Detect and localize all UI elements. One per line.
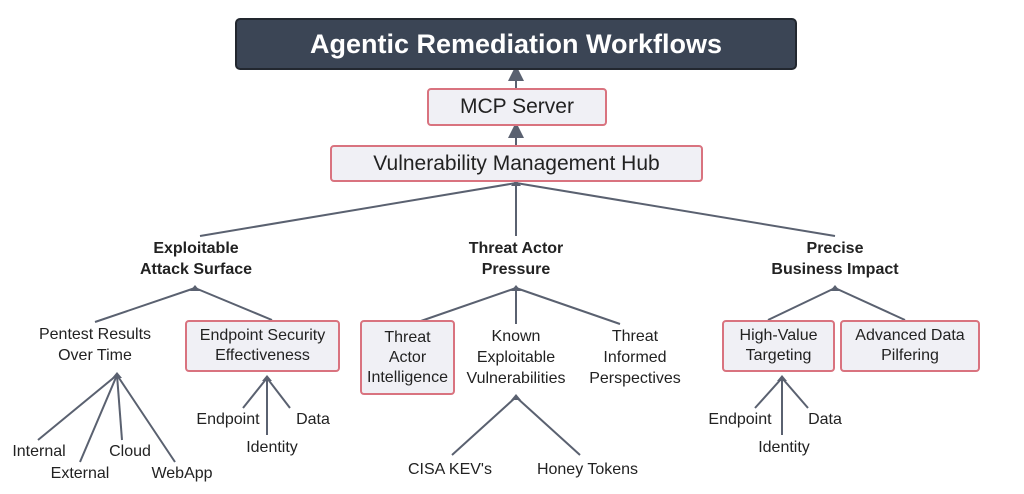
endpoint-security-junction-marker [262, 375, 272, 381]
targeting-junction-marker [777, 375, 787, 381]
cisa-kev-leaf: CISA KEV's [408, 461, 492, 478]
exploitable-attack-surface-heading: Exploitable Attack Surface [139, 240, 253, 278]
endpoint-security-data-leaf: Data [296, 411, 330, 428]
diagram-title: Agentic Remediation Workflows [235, 18, 797, 70]
pentest-webapp-leaf: WebApp [151, 465, 213, 482]
pentest-cloud-leaf: Cloud [109, 443, 151, 460]
targeting-endpoint-leaf: Endpoint [708, 411, 772, 428]
known-exploitable-vulnerabilities-node: Known Exploitable Vulnerabilities [466, 328, 566, 387]
hub-junction-marker [511, 180, 521, 186]
endpoint-security-node: Endpoint Security Effectiveness [185, 320, 340, 372]
endpoint-security-endpoint-leaf: Endpoint [196, 411, 260, 428]
endpoint-security-identity-leaf: Identity [246, 439, 298, 456]
honey-tokens-leaf: Honey Tokens [536, 461, 639, 478]
business-junction-marker [830, 285, 840, 291]
threat-actor-intelligence-node: Threat Actor Intelligence [360, 320, 455, 395]
pentest-junction-marker [112, 372, 122, 378]
threat-informed-perspectives-node: Threat Informed Perspectives [589, 328, 681, 387]
mcp-server-node: MCP Server [427, 88, 607, 126]
exploitable-junction-marker [190, 285, 200, 291]
targeting-identity-leaf: Identity [758, 439, 810, 456]
pentest-external-leaf: External [50, 465, 110, 482]
advanced-data-pilfering-node: Advanced Data Pilfering [840, 320, 980, 372]
threat-actor-pressure-heading: Threat Actor Pressure [468, 240, 564, 278]
precise-business-impact-heading: Precise Business Impact [771, 240, 899, 278]
known-junction-marker [511, 394, 521, 400]
vulnerability-hub-node: Vulnerability Management Hub [330, 145, 703, 182]
targeting-data-leaf: Data [808, 411, 842, 428]
threat-junction-marker [511, 285, 521, 291]
pentest-results-node: Pentest Results Over Time [38, 326, 152, 364]
high-value-targeting-node: High-Value Targeting [722, 320, 835, 372]
pentest-internal-leaf: Internal [12, 443, 66, 460]
